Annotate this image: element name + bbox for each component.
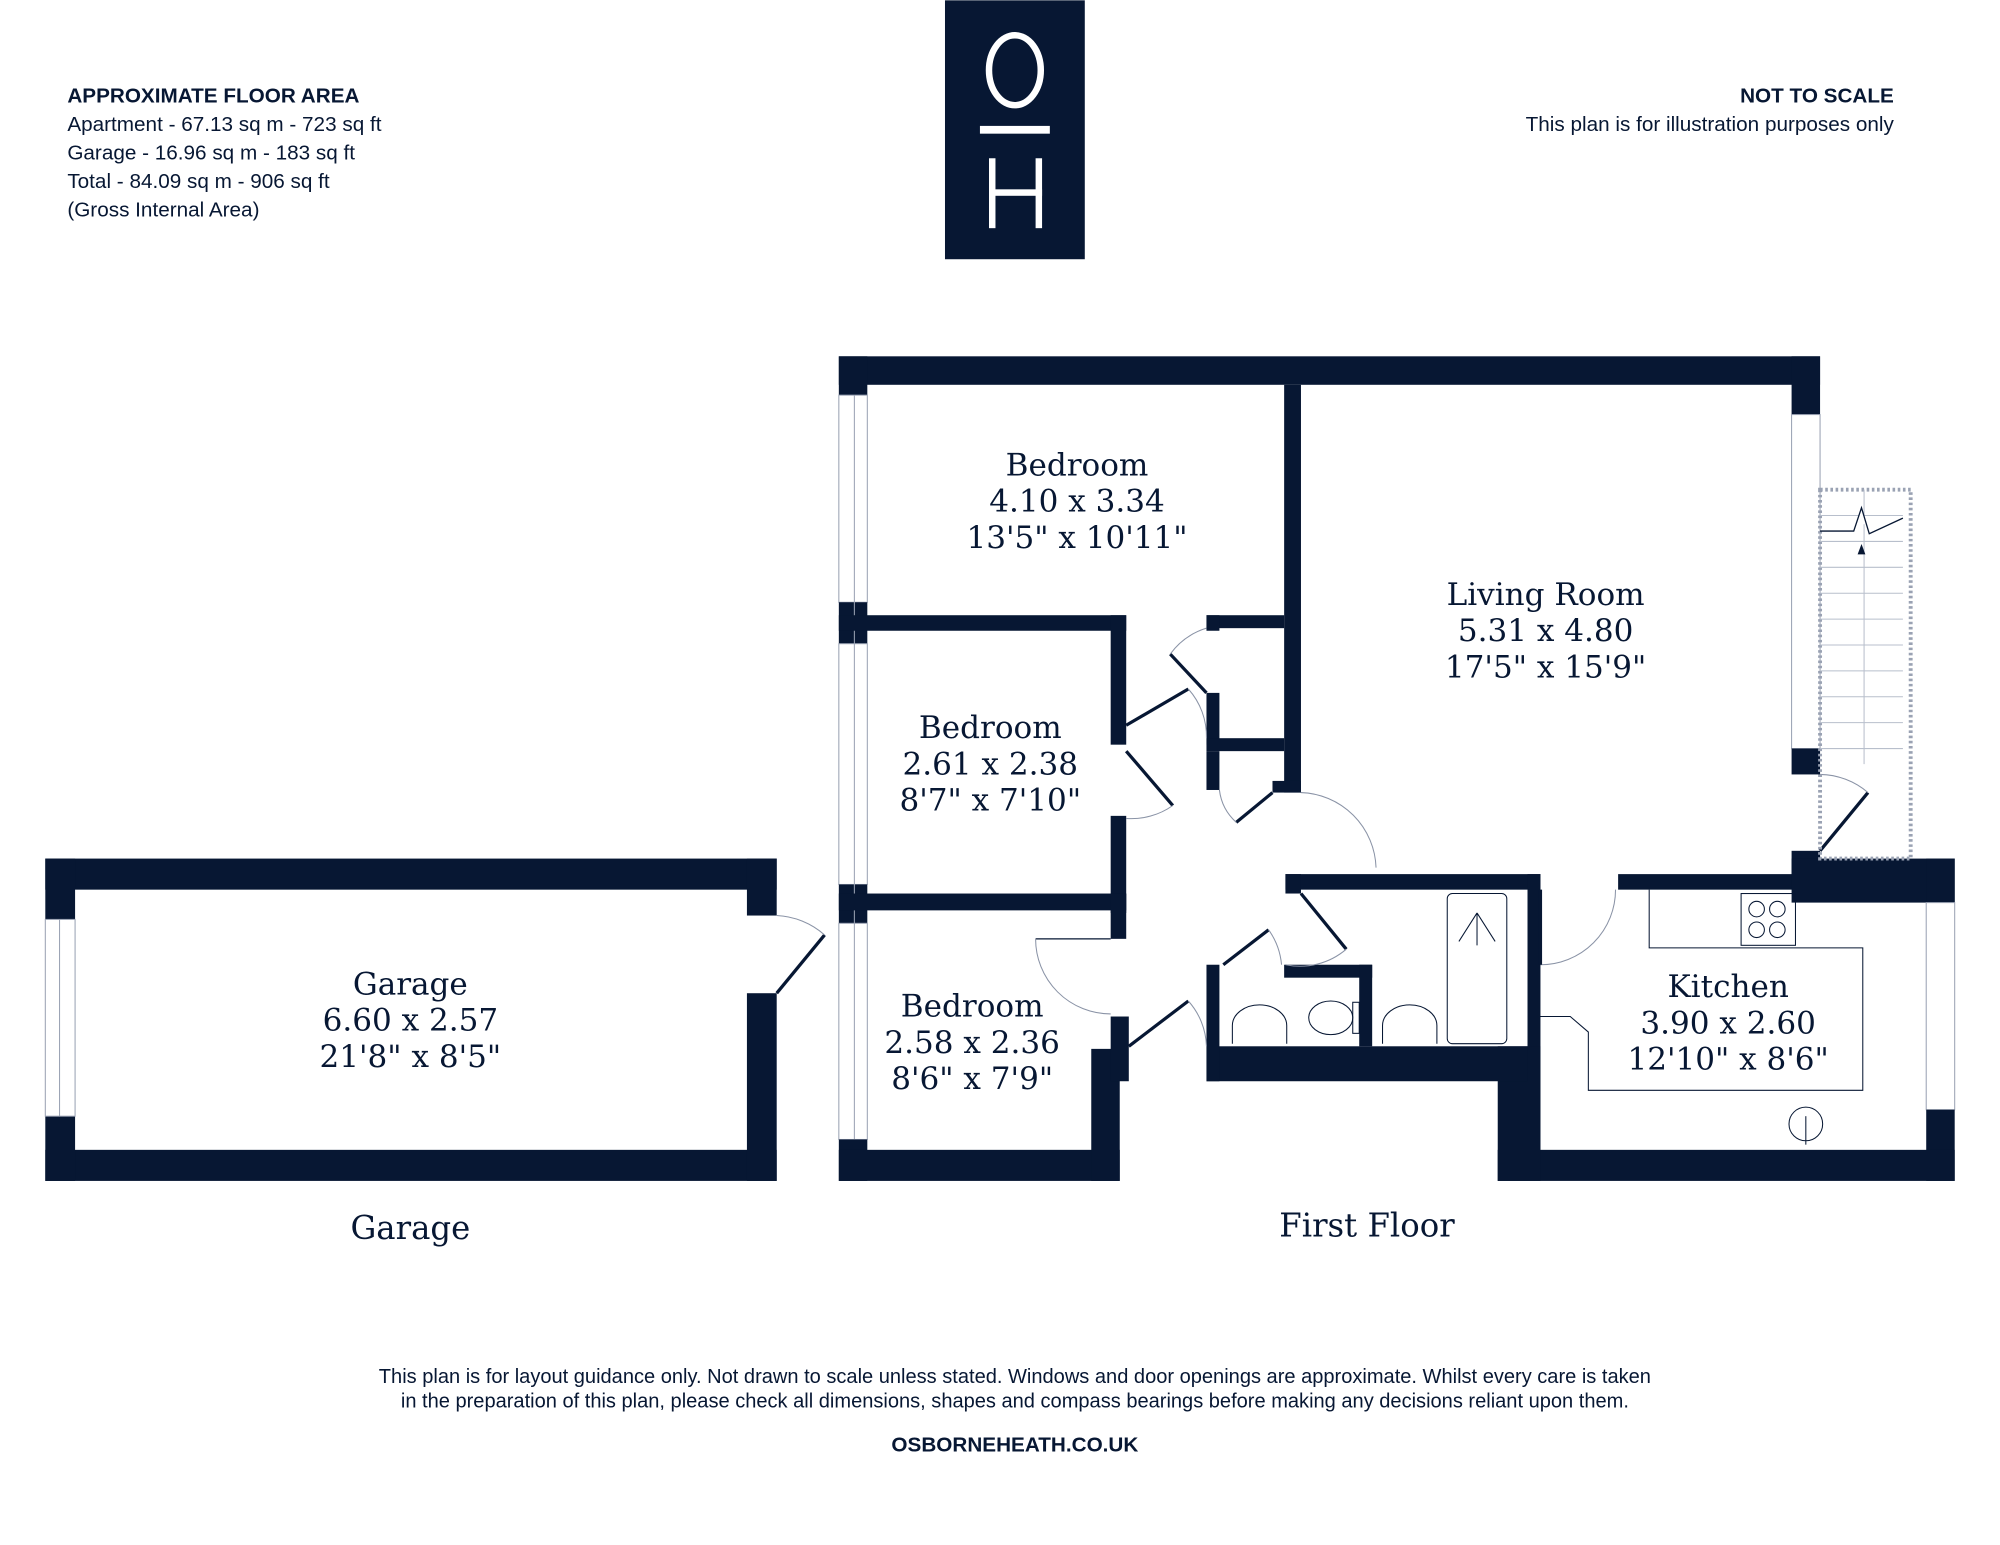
room-name: Bedroom <box>901 989 1044 1025</box>
scale-note: This plan is for illustration purposes o… <box>1526 113 1895 136</box>
area-garage: Garage - 16.96 sq m - 183 sq ft <box>67 142 355 165</box>
room-name: Kitchen <box>1667 969 1788 1005</box>
room-name: Bedroom <box>1006 447 1149 483</box>
area-apartment: Apartment - 67.13 sq m - 723 sq ft <box>67 113 381 136</box>
room-metric: 5.31 x 4.80 <box>1458 613 1634 649</box>
staircase <box>1818 487 1913 861</box>
room-metric: 6.60 x 2.57 <box>323 1003 499 1039</box>
kitchen-counter <box>1527 889 1864 1091</box>
hob-icon <box>1740 893 1796 946</box>
room-imperial: 21'8" x 8'5" <box>320 1039 502 1075</box>
room-metric: 4.10 x 3.34 <box>989 484 1165 520</box>
floor-area-summary: APPROXIMATE FLOOR AREA Apartment - 67.13… <box>67 85 381 222</box>
room-bedroom-3: Bedroom 2.58 x 2.36 8'6" x 7'9" <box>884 989 1060 1097</box>
area-total: Total - 84.09 sq m - 906 sq ft <box>67 170 330 193</box>
oh-logo <box>944 0 1085 260</box>
doors <box>1035 627 1870 1048</box>
room-imperial: 8'6" x 7'9" <box>891 1061 1053 1097</box>
room-bedroom-2: Bedroom 2.61 x 2.38 8'7" x 7'10" <box>899 710 1081 818</box>
area-note: (Gross Internal Area) <box>67 199 259 222</box>
garage-window <box>44 918 76 1117</box>
room-bedroom-1: Bedroom 4.10 x 3.34 13'5" x 10'11" <box>966 447 1187 555</box>
room-metric: 2.58 x 2.36 <box>884 1025 1060 1061</box>
scale-notice: NOT TO SCALE This plan is for illustrati… <box>1526 85 1895 136</box>
area-title: APPROXIMATE FLOOR AREA <box>67 85 359 108</box>
room-imperial: 8'7" x 7'10" <box>899 783 1081 819</box>
wash-basin <box>1231 1004 1288 1044</box>
website-link[interactable]: OSBORNEHEATH.CO.UK <box>891 1433 1138 1456</box>
toilet <box>1308 1000 1354 1036</box>
room-imperial: 13'5" x 10'11" <box>966 520 1187 556</box>
room-metric: 2.61 x 2.38 <box>903 746 1079 782</box>
bathtub <box>1446 893 1508 1045</box>
room-garage: Garage 6.60 x 2.57 21'8" x 8'5" <box>320 967 502 1075</box>
disclaimer-line-2: in the preparation of this plan, please … <box>401 1390 1629 1412</box>
room-living: Living Room 5.31 x 4.80 17'5" x 15'9" <box>1445 577 1646 685</box>
fixtures <box>1231 889 1864 1145</box>
garage-walls <box>44 858 826 1181</box>
room-imperial: 17'5" x 15'9" <box>1445 649 1646 685</box>
floor-label-first: First Floor <box>1279 1207 1455 1245</box>
floor-label-garage: Garage <box>350 1209 470 1247</box>
scale-title: NOT TO SCALE <box>1740 85 1894 108</box>
room-name: Living Room <box>1447 577 1645 613</box>
room-name: Garage <box>353 967 468 1003</box>
wash-basin <box>1382 1004 1438 1044</box>
first-floor-walls <box>838 356 1956 1181</box>
disclaimer-line-1: This plan is for layout guidance only. N… <box>379 1366 1651 1388</box>
garage-door <box>775 933 826 995</box>
room-name: Bedroom <box>919 710 1062 746</box>
room-metric: 3.90 x 2.60 <box>1640 1005 1816 1041</box>
room-imperial: 12'10" x 8'6" <box>1627 1042 1828 1078</box>
room-kitchen: Kitchen 3.90 x 2.60 12'10" x 8'6" <box>1627 969 1828 1077</box>
stair-arrow-icon <box>1857 544 1866 555</box>
